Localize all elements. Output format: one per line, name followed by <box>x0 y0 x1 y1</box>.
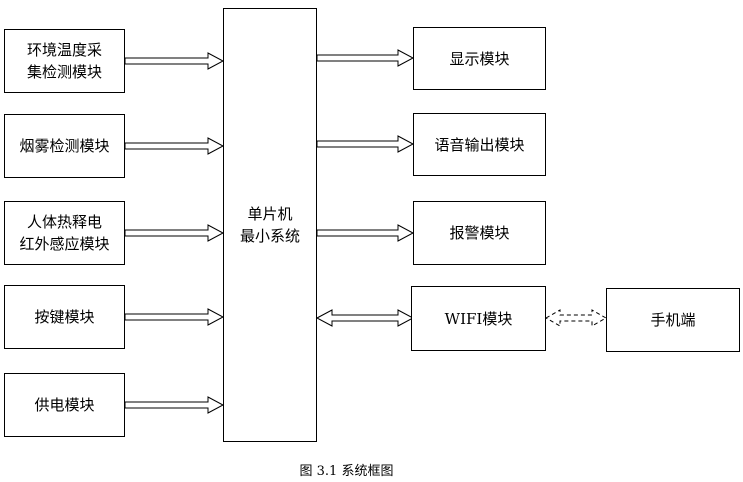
smoke-detection-module: 烟雾检测模块 <box>4 114 125 178</box>
arrow-mcu-to-display <box>316 49 415 67</box>
arrow-mcu-to-voice <box>316 135 415 153</box>
pir-sensor-module-label: 人体热释电 红外感应模块 <box>19 213 110 253</box>
pir-sensor-module: 人体热释电 红外感应模块 <box>4 201 125 265</box>
wifi-module-label: WIFI模块 <box>444 309 513 328</box>
figure-caption-text: 图 3.1 系统框图 <box>299 464 394 479</box>
display-module-label: 显示模块 <box>449 49 510 68</box>
alarm-module: 报警模块 <box>413 201 546 265</box>
phone-terminal-label: 手机端 <box>650 311 696 329</box>
phone-terminal: 手机端 <box>606 288 740 352</box>
smoke-detection-module-label: 烟雾检测模块 <box>19 137 110 155</box>
arrow-wifi-phone-wireless <box>544 309 608 327</box>
voice-output-module-label: 语音输出模块 <box>434 135 525 154</box>
key-module-label: 按键模块 <box>34 308 95 326</box>
power-module-label: 供电模块 <box>34 396 95 414</box>
arrow-mcu-to-alarm <box>316 224 415 242</box>
arrow-power-to-mcu <box>124 396 225 414</box>
arrow-env-to-mcu <box>124 52 225 70</box>
arrow-key-to-mcu <box>124 308 225 326</box>
wifi-module: WIFI模块 <box>411 286 546 351</box>
env-temperature-module: 环境温度采 集检测模块 <box>4 29 125 93</box>
power-module: 供电模块 <box>4 373 125 437</box>
mcu-minimal-system: 单片机 最小系统 <box>223 8 317 442</box>
arrow-mcu-wifi-bidirectional <box>315 309 415 327</box>
voice-output-module: 语音输出模块 <box>413 113 546 176</box>
env-temperature-module-label: 环境温度采 集检测模块 <box>26 41 102 81</box>
display-module: 显示模块 <box>413 27 546 90</box>
alarm-module-label: 报警模块 <box>449 224 510 242</box>
arrow-smoke-to-mcu <box>124 137 225 155</box>
key-module: 按键模块 <box>4 285 125 349</box>
arrow-pir-to-mcu <box>124 224 225 242</box>
figure-caption: 图 3.1 系统框图 <box>0 460 743 479</box>
mcu-minimal-system-label: 单片机 最小系统 <box>239 205 300 245</box>
